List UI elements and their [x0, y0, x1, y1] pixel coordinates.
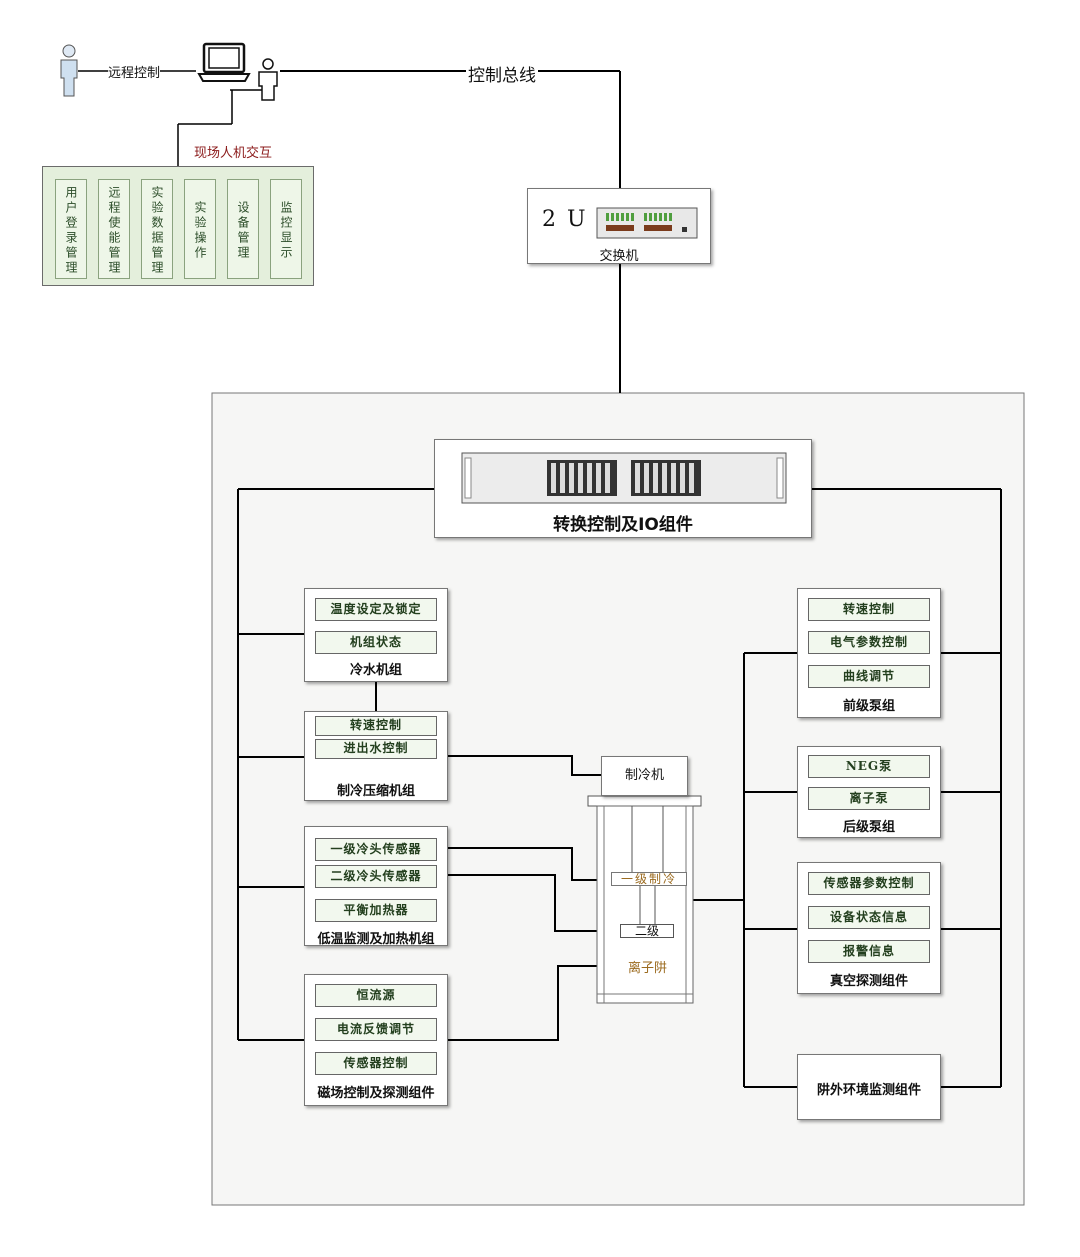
- vacuum-item-sensor-params: 传感器参数控制: [808, 872, 930, 895]
- cryo-item-heater: 平衡加热器: [315, 899, 437, 922]
- compressor-item-water: 进出水控制: [315, 739, 437, 759]
- hmi-module-device-management: 设备管理: [227, 179, 259, 279]
- back-pump-item-neg: NEG泵: [808, 755, 930, 778]
- cryo-caption: 低温监测及加热机组: [317, 932, 435, 947]
- magnetic-item-sensor: 传感器控制: [315, 1052, 437, 1075]
- network-switch: 2 U 交换机: [527, 188, 711, 264]
- back-pump-unit: NEG泵 离子泵 后级泵组: [797, 746, 941, 838]
- chiller-item-temperature: 温度设定及锁定: [315, 598, 437, 621]
- back-pump-caption: 后级泵组: [842, 820, 895, 835]
- hmi-panel: 用户登录管理 远程使能管理 实验数据管理 实验操作 设备管理 监控显示: [42, 166, 314, 286]
- refrigerator: 制冷机: [601, 756, 688, 796]
- magnetic-caption: 磁场控制及探测组件: [317, 1086, 435, 1101]
- fore-pump-unit: 转速控制 电气参数控制 曲线调节 前级泵组: [797, 588, 941, 718]
- chiller-item-status: 机组状态: [315, 631, 437, 654]
- onsite-hmi-label: 现场人机交互: [194, 142, 273, 161]
- cryo-monitor-unit: 一级冷头传感器 二级冷头传感器 平衡加热器 低温监测及加热机组: [304, 826, 448, 947]
- hmi-module-monitor-display: 监控显示: [270, 179, 302, 279]
- magnetic-item-current-source: 恒流源: [315, 984, 437, 1007]
- compressor-caption: 制冷压缩机组: [336, 784, 415, 799]
- fore-pump-caption: 前级泵组: [842, 699, 895, 714]
- switch-model-label: 2 U: [542, 207, 588, 232]
- environment-monitor-unit: 阱外环境监测组件: [797, 1054, 941, 1120]
- fore-pump-item-speed: 转速控制: [808, 598, 930, 621]
- hmi-module-operation: 实验操作: [184, 179, 216, 279]
- fore-pump-item-electrical: 电气参数控制: [808, 631, 930, 654]
- vacuum-item-alarm: 报警信息: [808, 940, 930, 963]
- stage2-plate: 二级: [620, 924, 674, 938]
- stage1-plate: 一级制冷: [611, 872, 687, 886]
- chiller-unit: 温度设定及锁定 机组状态 冷水机组: [304, 588, 448, 682]
- environment-caption: 阱外环境监测组件: [816, 1083, 921, 1098]
- switch-label: 交换机: [599, 249, 639, 264]
- hmi-module-data-management: 实验数据管理: [141, 179, 173, 279]
- io-unit-label: 转换控制及IO组件: [553, 515, 693, 535]
- magnetic-unit: 恒流源 电流反馈调节 传感器控制 磁场控制及探测组件: [304, 974, 448, 1106]
- ion-trap-label: 离子阱: [626, 957, 670, 976]
- vacuum-item-device-status: 设备状态信息: [808, 906, 930, 929]
- laptop-icon: [197, 42, 251, 82]
- vacuum-caption: 真空探测组件: [829, 974, 908, 989]
- hmi-module-remote-enable: 远程使能管理: [98, 179, 130, 279]
- io-unit: 转换控制及IO组件: [434, 439, 812, 538]
- remote-user-icon: [60, 44, 78, 97]
- switch-device-icon: [596, 207, 698, 239]
- operator-icon: [258, 58, 278, 101]
- control-bus-label: 控制总线: [466, 61, 538, 86]
- compressor-item-speed: 转速控制: [315, 716, 437, 736]
- back-pump-item-ion: 离子泵: [808, 787, 930, 810]
- magnetic-item-feedback: 电流反馈调节: [315, 1018, 437, 1041]
- cryo-item-stage2-sensor: 二级冷头传感器: [315, 865, 437, 888]
- cryo-item-stage1-sensor: 一级冷头传感器: [315, 838, 437, 861]
- vacuum-probe-unit: 传感器参数控制 设备状态信息 报警信息 真空探测组件: [797, 862, 941, 994]
- compressor-unit: 转速控制 进出水控制 制冷压缩机组: [304, 711, 448, 801]
- remote-control-label: 远程控制: [108, 62, 161, 81]
- io-rack-icon: [461, 452, 787, 504]
- chiller-caption: 冷水机组: [349, 663, 402, 678]
- fore-pump-item-curve: 曲线调节: [808, 665, 930, 688]
- hmi-module-user-login: 用户登录管理: [55, 179, 87, 279]
